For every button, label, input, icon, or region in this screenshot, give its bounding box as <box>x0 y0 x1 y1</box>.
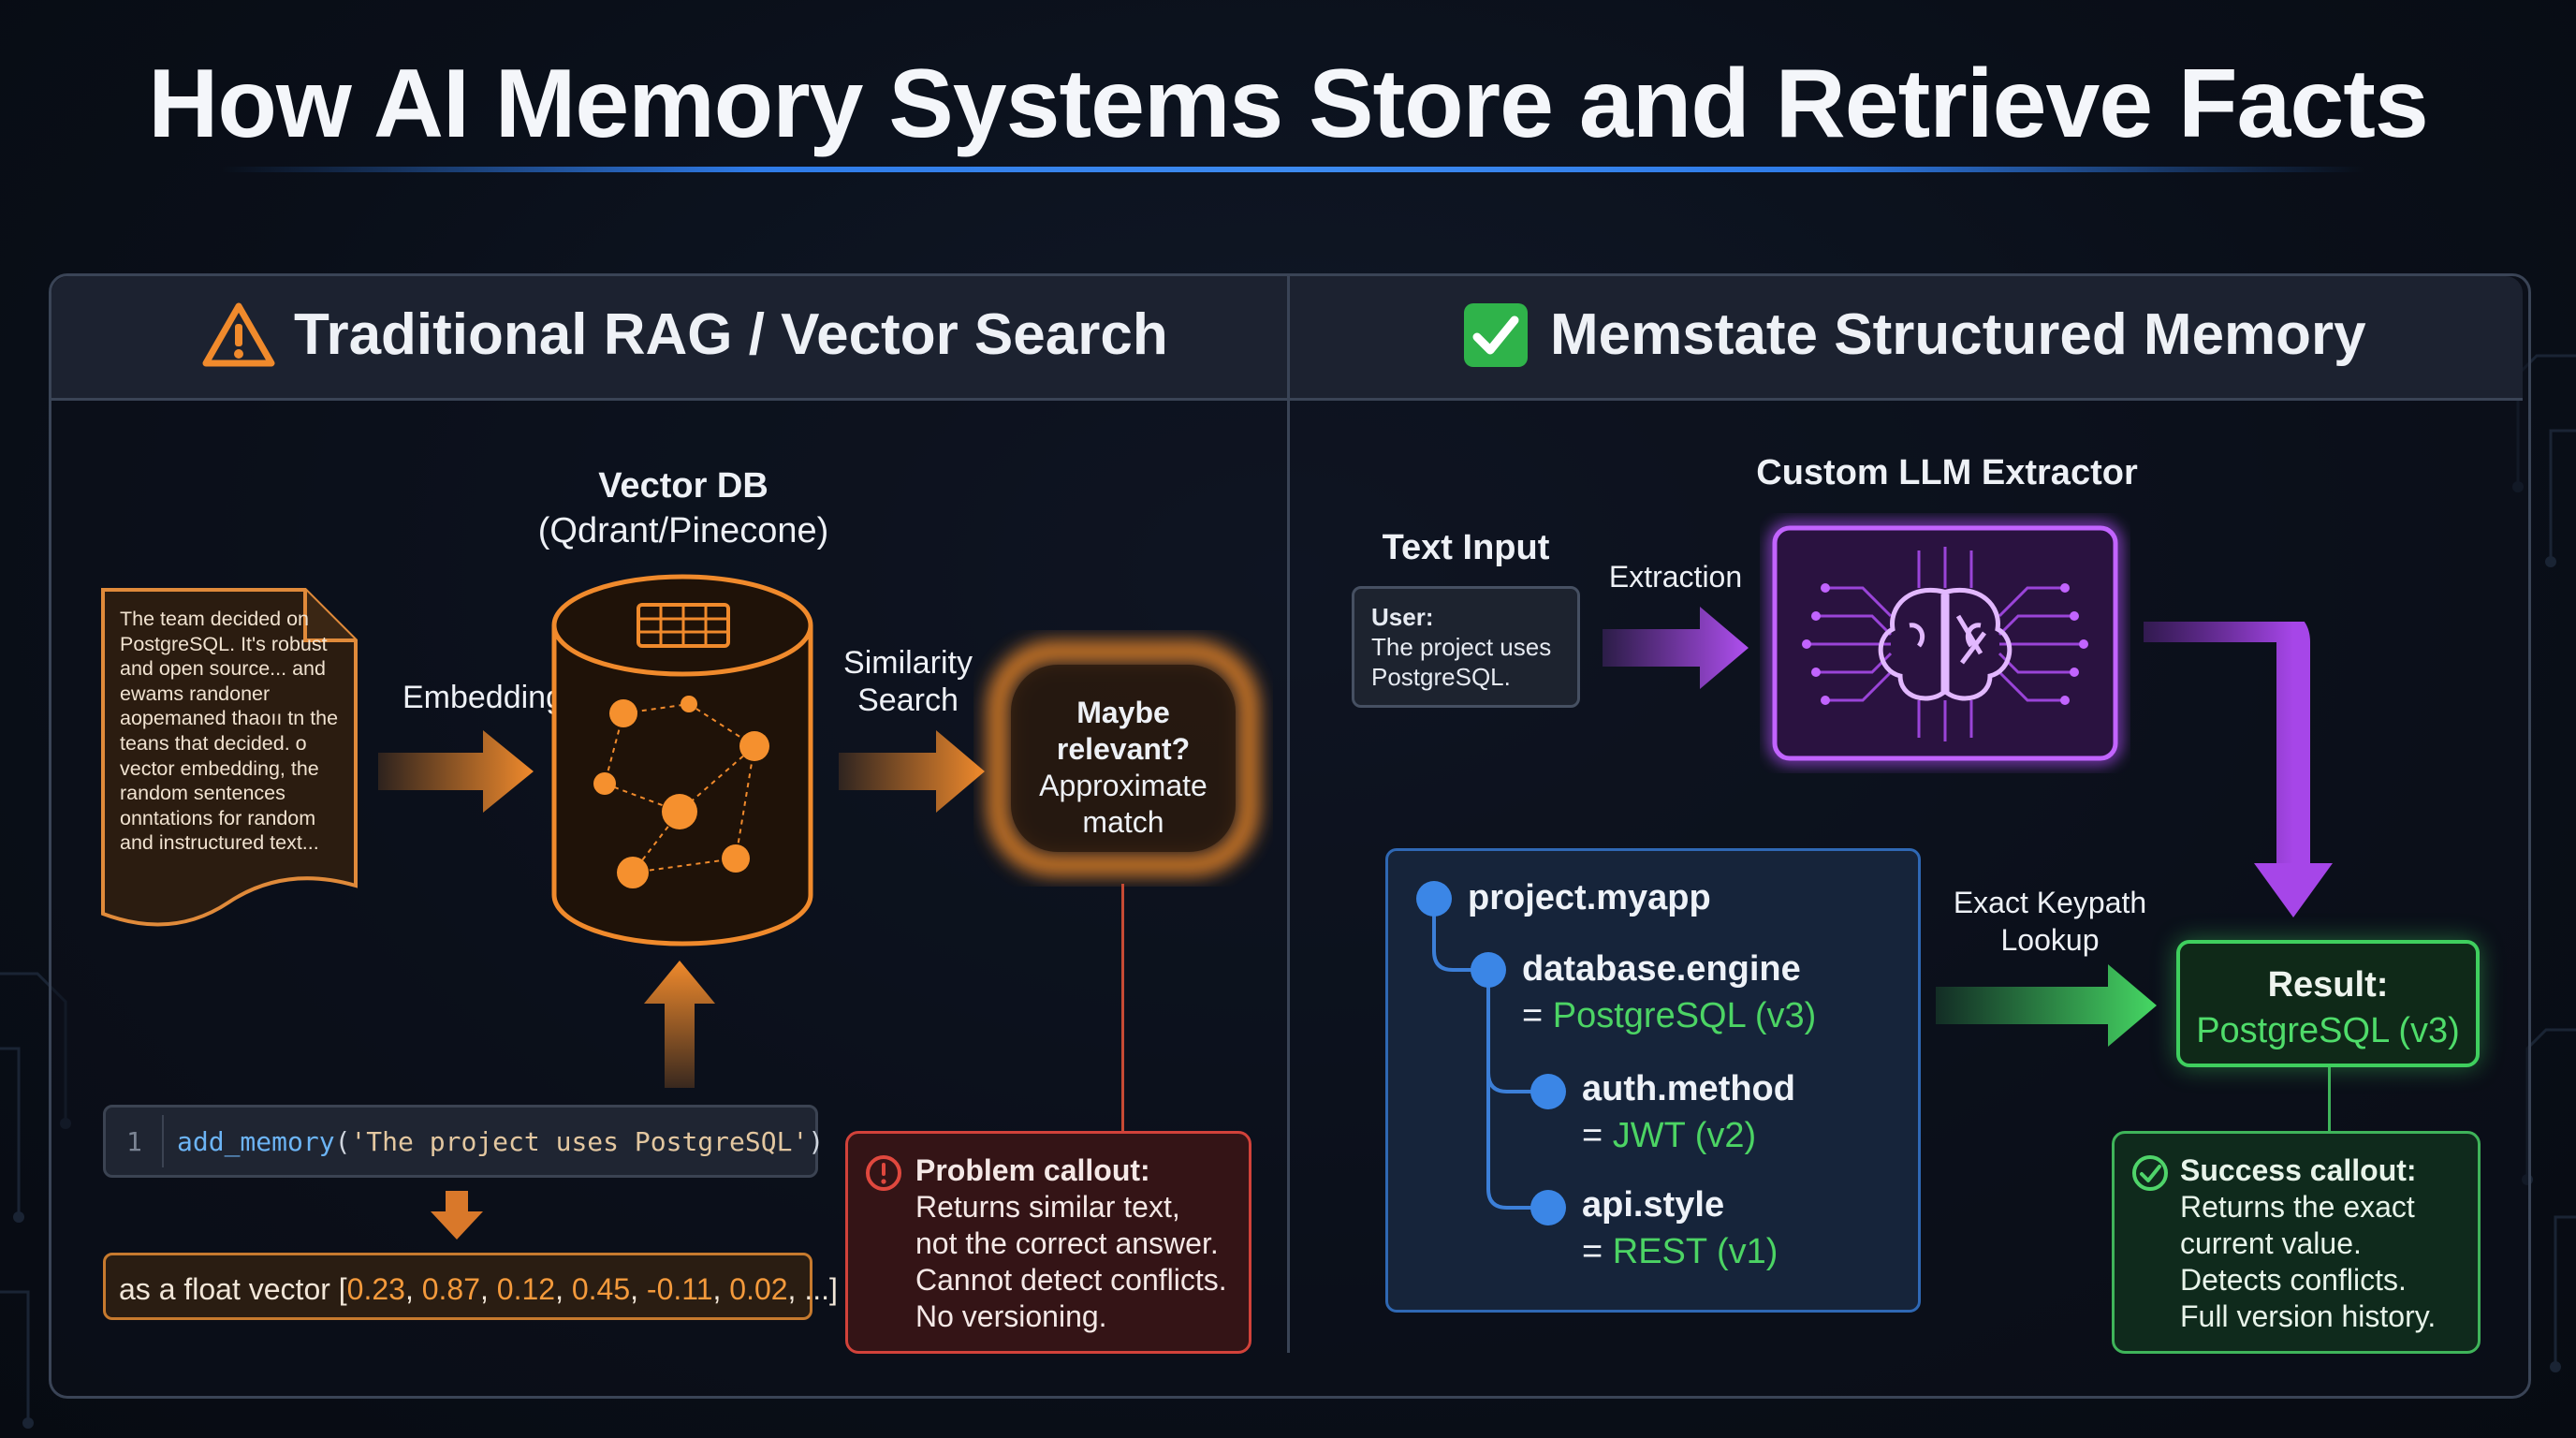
code-line: add_memory('The project uses PostgreSQL'… <box>177 1126 825 1157</box>
vector-db-subtitle: (Qdrant/Pinecone) <box>537 511 829 550</box>
success-line: Detects conflicts. <box>2180 1263 2407 1297</box>
page-title: How AI Memory Systems Store and Retrieve… <box>148 50 2428 158</box>
success-line: Returns the exact <box>2180 1190 2415 1224</box>
problem-line: No versioning. <box>915 1299 1107 1333</box>
tree-value: REST (v1) <box>1612 1232 1778 1271</box>
problem-line: Cannot detect conflicts. <box>915 1263 1227 1297</box>
similarity-arrow <box>839 730 985 813</box>
success-line: current value. <box>2180 1226 2362 1260</box>
problem-callout-title: Problem callout: <box>915 1153 1150 1187</box>
add-memory-up-arrow <box>644 961 715 1088</box>
tree-key: auth.method <box>1582 1069 1795 1108</box>
result-label: Result: <box>2267 965 2389 1005</box>
success-connector <box>2328 1067 2331 1131</box>
vector-value: -0.11 <box>646 1272 713 1306</box>
lookup-arrow <box>1936 964 2157 1047</box>
keypath-tree-lines <box>1416 881 1566 1225</box>
tree-root-key: project.myapp <box>1468 878 1711 917</box>
left-heading: Traditional RAG / Vector Search <box>294 302 1168 367</box>
database-cylinder-icon <box>551 574 813 946</box>
embedding-label: Embedding <box>402 680 564 715</box>
vector-value: 0.12 <box>496 1272 556 1306</box>
alert-circle-icon <box>866 1155 901 1191</box>
brain-circuit-icon <box>1769 522 2121 764</box>
success-callout: Success callout: Returns the exact curre… <box>2112 1131 2481 1354</box>
vector-value: 0.02 <box>729 1272 788 1306</box>
result-box: Result: PostgreSQL (v3) <box>2176 940 2480 1067</box>
title-underline <box>221 167 2364 172</box>
similarity-search-label: Similarity Search <box>843 645 973 718</box>
tree-value-row: = PostgreSQL (v3) <box>1522 996 1817 1035</box>
lookup-label: Exact Keypath Lookup <box>1953 886 2147 957</box>
vector-db-title: Vector DB <box>598 466 768 506</box>
tree-value-row: = JWT (v2) <box>1582 1116 1757 1155</box>
vector-value: 0.23 <box>346 1272 405 1306</box>
float-vector-box: as a float vector [0.23, 0.87, 0.12, 0.4… <box>103 1253 838 1320</box>
success-callout-title: Success callout: <box>2180 1153 2417 1187</box>
tree-key: api.style <box>1582 1185 1725 1225</box>
tree-value: PostgreSQL (v3) <box>1552 996 1817 1035</box>
tree-value-row: = REST (v1) <box>1582 1232 1778 1271</box>
tree-key: database.engine <box>1522 949 1801 989</box>
text-input-title: Text Input <box>1382 528 1550 567</box>
check-box-icon <box>1464 303 1528 367</box>
code-snippet: 1 add_memory('The project uses PostgreSQ… <box>103 1105 824 1178</box>
embedding-arrow <box>378 730 534 813</box>
success-line: Full version history. <box>2180 1299 2437 1333</box>
check-circle-icon <box>2132 1155 2168 1191</box>
document-text: The team decided on PostgreSQL. It's rob… <box>120 608 339 855</box>
extractor-to-result-arrow <box>2144 622 2333 917</box>
vector-down-arrow <box>431 1191 483 1240</box>
extraction-label: Extraction <box>1608 560 1743 594</box>
result-value: PostgreSQL (v3) <box>2196 1011 2460 1050</box>
vector-value: 0.45 <box>571 1272 631 1306</box>
tree-value: JWT (v2) <box>1612 1116 1757 1155</box>
problem-callout: Problem callout: Returns similar text, n… <box>845 1131 1251 1354</box>
warning-triangle-icon <box>202 302 275 367</box>
keypath-tree <box>1385 848 1921 1313</box>
document-icon <box>101 588 358 927</box>
fuzzy-match-blob <box>988 641 1259 875</box>
fuzzy-match-text: Maybe relevant? Approximate match <box>1039 696 1208 839</box>
text-input-box: User: The project uses PostgreSQL. <box>1352 586 1580 708</box>
right-heading: Memstate Structured Memory <box>1550 302 2366 367</box>
extractor-title: Custom LLM Extractor <box>1756 453 2138 492</box>
panel-divider <box>1287 276 1290 1353</box>
problem-line: Returns similar text, <box>915 1190 1180 1224</box>
problem-line: not the correct answer. <box>915 1226 1219 1260</box>
code-line-number: 1 <box>126 1126 142 1157</box>
problem-connector <box>1121 884 1124 1131</box>
extraction-arrow <box>1603 607 1749 689</box>
vector-value: 0.87 <box>421 1272 481 1306</box>
